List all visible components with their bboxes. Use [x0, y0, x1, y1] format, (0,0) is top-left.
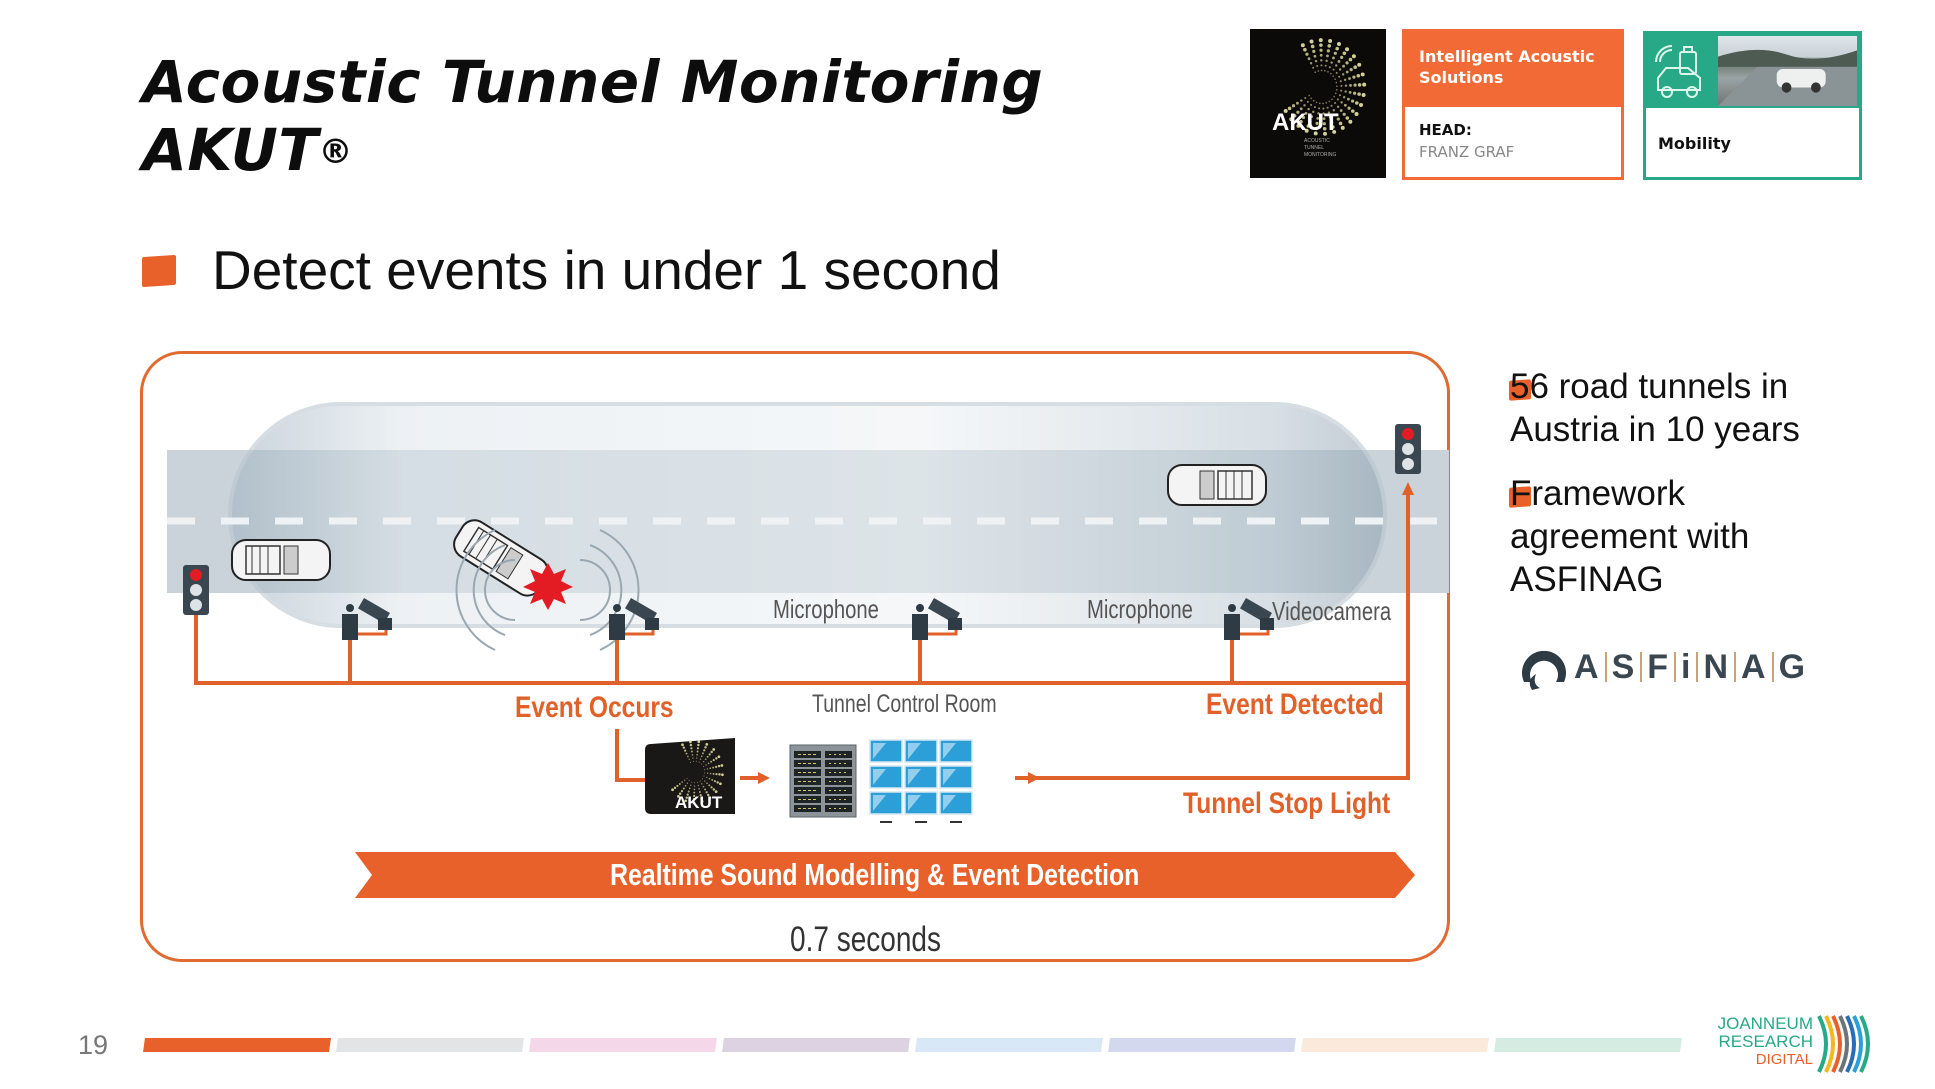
letter-divider	[1771, 652, 1774, 682]
akut-device-text: AKUT	[675, 793, 723, 812]
microphone-camera-icon	[609, 598, 659, 640]
logo-line-3: DIGITAL	[1755, 1051, 1813, 1068]
banner: Realtime Sound Modelling & Event Detecti…	[355, 855, 1395, 895]
banner-text: Realtime Sound Modelling & Event Detecti…	[610, 857, 1140, 892]
microphone-camera-icon	[912, 598, 962, 640]
mobility-label: Mobility	[1658, 134, 1731, 153]
tunnel-stop-light-label: Tunnel Stop Light	[1183, 787, 1391, 820]
akut-logo-subtitle-2: TUNNEL	[1304, 145, 1324, 151]
progress-bar-segment	[1494, 1038, 1682, 1052]
akut-logo-subtitle-3: MONITORING	[1304, 152, 1337, 158]
impact-burst-icon	[523, 563, 573, 610]
side-bullet-1-line-1: 56 road tunnels in	[1510, 367, 1789, 406]
letter-divider	[1604, 652, 1607, 682]
registered-mark: ®	[318, 132, 353, 172]
arrow-icon	[1028, 772, 1040, 784]
logo-line-2: RESEARCH	[1718, 1032, 1813, 1051]
monitor-wall-icon	[869, 739, 973, 823]
arrow-icon	[1402, 482, 1414, 495]
slide-title: Acoustic Tunnel Monitoring AKUT®	[142, 48, 1043, 184]
traffic-light-icon	[1395, 424, 1421, 474]
akut-logo: AKUT ACOUSTIC TUNNEL MONITORING	[1250, 29, 1386, 178]
title-line-1: Acoustic Tunnel Monitoring	[142, 48, 1044, 116]
letter-divider	[1696, 652, 1699, 682]
event-occurs-label: Event Occurs	[515, 691, 674, 724]
title-akut: AKUT	[142, 116, 319, 184]
mobility-photo	[1718, 36, 1857, 106]
wiring	[194, 490, 1410, 782]
side-bullet-2: Framework agreement with ASFINAG	[1510, 472, 1749, 601]
asfinag-letter: G	[1778, 648, 1807, 686]
asfinag-letter: N	[1703, 648, 1730, 686]
side-bullet-2-line-3: ASFINAG	[1510, 560, 1664, 599]
arrow-icon	[758, 772, 770, 784]
progress-bar-segment	[1108, 1038, 1296, 1052]
akut-logo-text: AKUT	[1272, 109, 1339, 136]
side-bullet-2-line-2: agreement with	[1510, 517, 1750, 556]
progress-bar-segment	[529, 1038, 717, 1052]
car-photo-icon	[1718, 49, 1857, 106]
joanneum-logo: JOANNEUM RESEARCH DIGITAL	[1705, 1015, 1813, 1069]
letter-divider	[1674, 652, 1677, 682]
car-icon	[231, 539, 331, 581]
asfinag-emblem-icon	[1522, 650, 1566, 690]
page-number: 19	[78, 1030, 109, 1060]
letter-divider	[1734, 652, 1737, 682]
letter-divider	[1640, 652, 1643, 682]
duration-label: 0.7 seconds	[790, 920, 941, 959]
asfinag-letter: F	[1647, 648, 1670, 686]
asfinag-letter: A	[1741, 648, 1767, 686]
akut-logo-subtitle: ACOUSTIC	[1304, 138, 1330, 144]
mobility-card[interactable]: Mobility	[1643, 31, 1862, 180]
akut-spiral-icon: AKUT ACOUSTIC TUNNEL MONITORING	[1272, 38, 1367, 158]
progress-bar-segment	[336, 1038, 524, 1052]
progress-bar-segment	[1301, 1038, 1489, 1052]
side-bullet-1-line-2: Austria in 10 years	[1510, 410, 1800, 449]
progress-bar-segment	[143, 1038, 331, 1052]
banner-arrow	[355, 852, 1415, 898]
asfinag-letter: i	[1681, 648, 1692, 686]
microphone-camera-icon	[1224, 598, 1274, 640]
side-bullet-1: 56 road tunnels in Austria in 10 years	[1510, 365, 1800, 451]
asfinag-letter: A	[1574, 648, 1600, 686]
tunnel	[228, 402, 1387, 628]
diagram-frame	[140, 351, 1450, 962]
logo-line-1: JOANNEUM	[1717, 1014, 1813, 1033]
tunnel-control-room-label: Tunnel Control Room	[812, 690, 997, 718]
akut-device-icon: AKUT	[645, 738, 735, 814]
title-line-2: AKUT®	[142, 116, 1043, 184]
main-bullet-text: Detect events in under 1 second	[212, 239, 1001, 301]
asfinag-letter: S	[1611, 648, 1636, 686]
event-detected-label: Event Detected	[1206, 688, 1384, 721]
head-label: HEAD:	[1419, 121, 1472, 139]
connected-car-icon	[1655, 45, 1701, 98]
org-card-title: Intelligent Acoustic Solutions	[1405, 32, 1621, 107]
progress-bar-segment	[722, 1038, 910, 1052]
side-bullet-2-line-1: Framework	[1510, 474, 1686, 513]
server-rack-icon	[789, 744, 857, 818]
microphone-label-1: Microphone	[773, 594, 879, 624]
microphone-label-2: Microphone	[1087, 594, 1193, 624]
traffic-light-icon	[183, 565, 209, 615]
org-card[interactable]: Intelligent Acoustic Solutions HEAD: FRA…	[1402, 29, 1624, 180]
progress-bar-segment	[915, 1038, 1103, 1052]
head-name: FRANZ GRAF	[1419, 143, 1515, 161]
videocamera-label: Videocamera	[1272, 596, 1392, 626]
joanneum-waves-icon	[1817, 1015, 1870, 1073]
microphone-camera-icon	[342, 598, 392, 640]
car-icon	[1167, 464, 1267, 506]
